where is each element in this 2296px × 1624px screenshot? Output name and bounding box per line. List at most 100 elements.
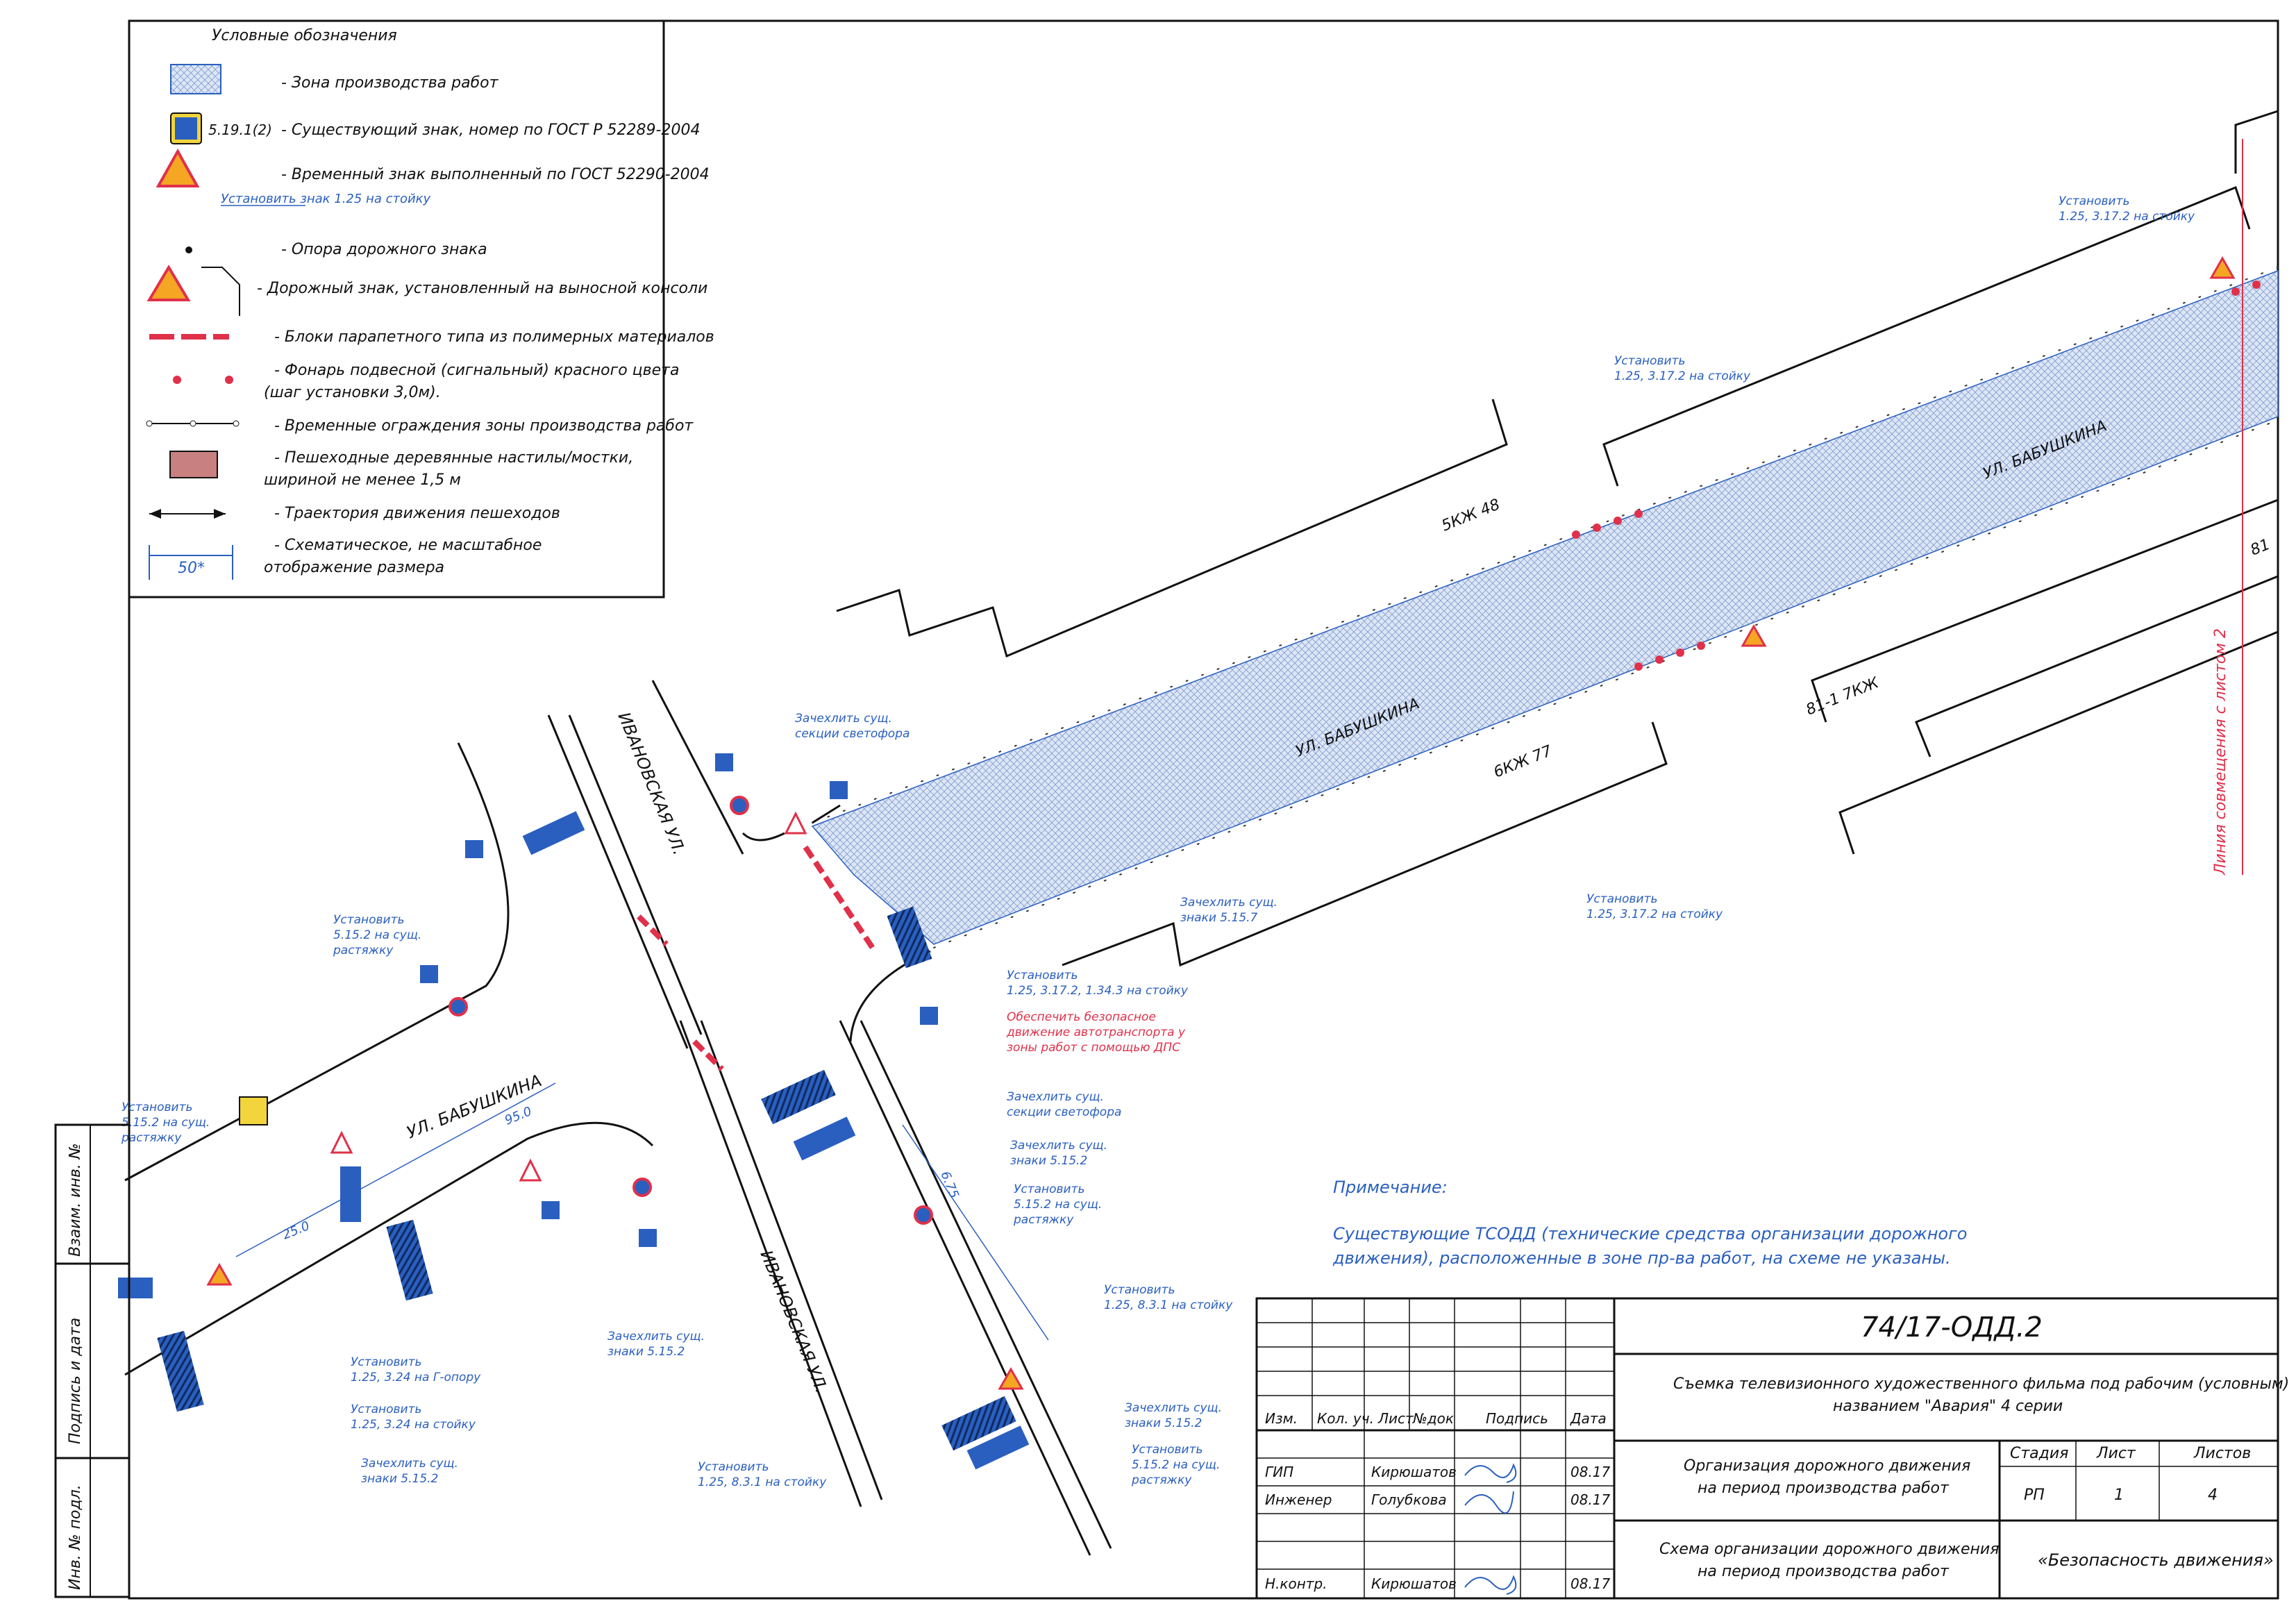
svg-text:№док: №док: [1412, 1410, 1454, 1427]
drawing-frame: [128, 19, 2279, 1600]
wood-decking: [386, 1219, 433, 1301]
svg-text:50*: 50*: [178, 560, 205, 577]
side-stamp: Взаим. инв. № Подпись и дата Инв. № подл…: [54, 1123, 131, 1598]
svg-text:Кирюшатов: Кирюшатов: [1371, 1575, 1457, 1592]
signature: [1464, 1491, 1514, 1514]
annotation: Зачехлить сущ.секции светофора: [1007, 1090, 1121, 1119]
svg-text:шириной не менее 1,5 м: шириной не менее 1,5 м: [264, 471, 461, 489]
roadwork-sign-icon: [206, 1262, 233, 1286]
signature: [1464, 1463, 1517, 1483]
building-label: 5КЖ 48: [1439, 496, 1502, 535]
blue-sign-icon: [830, 781, 848, 799]
svg-text:на период производства работ: на период производства работ: [1698, 1563, 1950, 1580]
svg-text:Изм.: Изм.: [1265, 1410, 1298, 1427]
lane-signs-icon: [966, 1425, 1030, 1470]
wood-decking: [941, 1396, 1016, 1451]
schematic-dim-icon: 50*: [149, 545, 233, 580]
svg-text:- Дорожный знак, установленный: - Дорожный знак, установленный на выносн…: [257, 280, 707, 297]
work-zone: [811, 269, 2279, 945]
svg-text:1: 1: [2114, 1487, 2124, 1504]
svg-text:Схема организации дорожного дв: Схема организации дорожного движения: [1659, 1541, 1999, 1558]
blue-sign-icon: [465, 840, 483, 858]
svg-text:Стадия: Стадия: [2010, 1445, 2068, 1462]
legend-title: Условные обозначения: [212, 27, 397, 44]
svg-text:Взаим. инв. №: Взаим. инв. №: [67, 1143, 84, 1257]
blue-sign-icon: [920, 1007, 938, 1025]
svg-text:- Существующий знак, номер по: - Существующий знак, номер по ГОСТ Р 522…: [281, 122, 700, 139]
street-ivanovskaya-top: ИВАНОВСКАЯ УЛ.: [614, 710, 689, 858]
no-stopping-sign-icon: [914, 1205, 933, 1225]
lane-signs-icon: [522, 811, 585, 855]
street-ivanovskaya-bottom: ИВАНОВСКАЯ УЛ.: [756, 1248, 831, 1396]
roadwork-sign-icon: [2209, 256, 2236, 279]
building-label: 81: [2248, 536, 2272, 560]
svg-text:08.17: 08.17: [1570, 1464, 1611, 1480]
svg-text:- Временный знак выполненный п: - Временный знак выполненный по ГОСТ 522…: [281, 166, 710, 183]
hatched-zone-icon: [170, 64, 221, 94]
annotation: Зачехлить сущ.знаки 5.15.2: [607, 1330, 705, 1359]
svg-text:Подпись: Подпись: [1486, 1410, 1548, 1427]
doc-code: 74/17-ОДД.2: [1861, 1312, 2043, 1343]
yellow-sign-icon: [239, 1096, 268, 1125]
svg-text:08.17: 08.17: [1570, 1575, 1611, 1592]
blue-sign-icon: [542, 1201, 560, 1219]
console-sign-icon: [146, 265, 191, 301]
roadwork-sign-icon: [998, 1366, 1024, 1390]
no-stopping-sign-icon: [632, 1178, 652, 1197]
warning-sign-icon: [330, 1130, 353, 1154]
project-title: Съемка телевизионного художественного фи…: [1673, 1375, 2289, 1393]
svg-text:- Траектория движения пешеходо: - Траектория движения пешеходов: [274, 505, 560, 522]
svg-text:ГИП: ГИП: [1265, 1464, 1293, 1480]
lane-signs-icon: [340, 1166, 361, 1222]
building-label: 81-1 7КЖ: [1804, 674, 1882, 719]
annotation: Зачехлить сущ.знаки 5.15.2: [1010, 1139, 1107, 1168]
warning-sign-icon: [784, 811, 807, 835]
annotation: Зачехлить сущ.знаки 5.15.2: [361, 1457, 458, 1486]
svg-text:- Блоки парапетного типа из по: - Блоки парапетного типа из полимерных м…: [274, 328, 714, 346]
svg-text:Лист: Лист: [2096, 1445, 2136, 1462]
temp-fence-lines: [812, 267, 2279, 948]
svg-text:- Временные ограждения зоны пр: - Временные ограждения зоны производства…: [274, 417, 694, 435]
dimension-lines: [235, 1082, 1049, 1341]
svg-text:Голубкова: Голубкова: [1371, 1491, 1447, 1508]
red-lamps: [1572, 281, 2261, 671]
dimension-label: 6.75: [937, 1169, 961, 1200]
note-title: Примечание:: [1333, 1178, 1448, 1197]
svg-text:«Безопасность движения»: «Безопасность движения»: [2038, 1550, 2274, 1570]
warning-sign-icon: [519, 1158, 542, 1182]
wood-decking: [157, 1330, 204, 1412]
connection-line-label: Линия совмещения с листом 2: [2212, 628, 2229, 876]
svg-text:Установить знак 1.25 на стойку: Установить знак 1.25 на стойку: [221, 192, 431, 206]
lane-signs-icon: [793, 1116, 856, 1161]
svg-text:08.17: 08.17: [1570, 1491, 1611, 1508]
roadwork-sign-icon: [1741, 623, 1767, 647]
parapet-blocks: [637, 845, 878, 1071]
road-signs: [118, 256, 2236, 1470]
svg-text:5.19.1(2): 5.19.1(2): [208, 122, 272, 138]
title-block: [1255, 1297, 2279, 1600]
svg-text:Дата: Дата: [1570, 1410, 1607, 1427]
svg-text:РП: РП: [2024, 1487, 2045, 1504]
note-line: движения), расположенные в зоне пр-ва ра…: [1332, 1248, 1951, 1268]
svg-text:отображение размера: отображение размера: [264, 559, 444, 576]
wood-decking: [887, 906, 932, 969]
red-lamps-icon: [173, 376, 233, 384]
dimension-label: 95.0: [503, 1104, 534, 1128]
svg-text:- Схематическое, не масштабное: - Схематическое, не масштабное: [274, 537, 542, 554]
signature: [1464, 1575, 1517, 1595]
project-title: названием "Авария" 4 серии: [1833, 1398, 2063, 1415]
svg-text:Листов: Листов: [2193, 1445, 2251, 1462]
wood-decking-icon: [169, 451, 218, 478]
svg-text:Кирюшатов: Кирюшатов: [1371, 1464, 1457, 1480]
svg-text:Организация дорожного движения: Организация дорожного движения: [1684, 1457, 1970, 1475]
legend: Условные обозначения 5.19.1(2) Установит…: [128, 19, 714, 598]
